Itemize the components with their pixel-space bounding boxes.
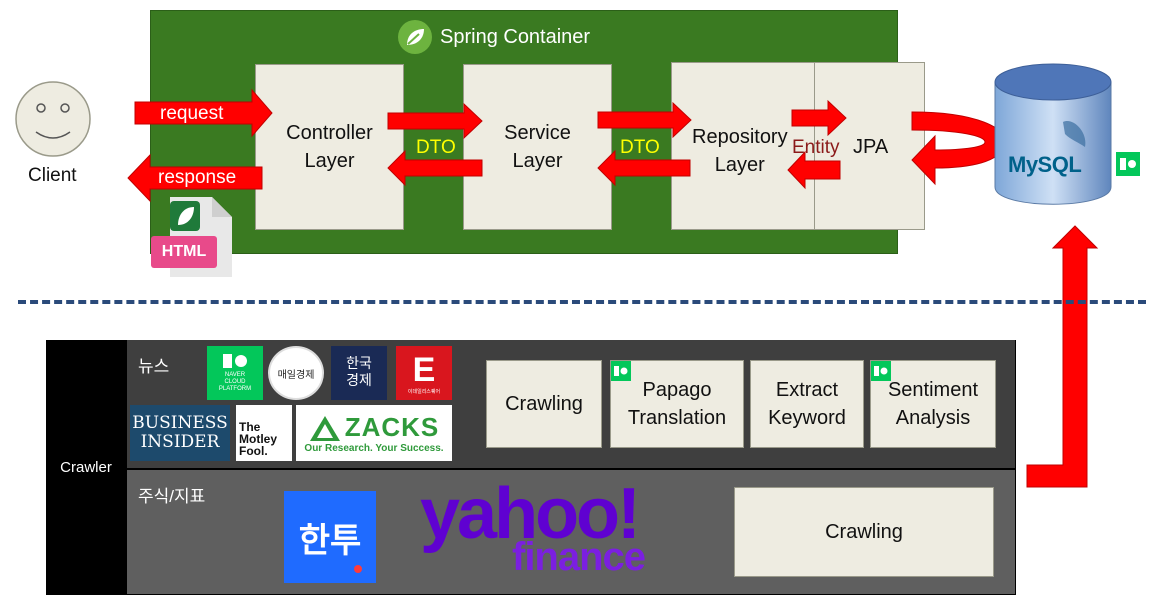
papago-ncp-badge-icon [611,361,631,381]
motley-fool-logo: The Motley Fool. [236,405,292,461]
zacks-tagline: Our Research. Your Success. [304,443,444,454]
repository-layer: Repository Layer [671,62,925,230]
hantu-dot-icon [354,565,362,573]
sentiment-ncp-badge-icon [871,361,891,381]
business-insider-logo: BUSINESS INSIDER [130,405,230,461]
crawler-to-db-arrow [1026,225,1099,488]
extract-keyword-box: Extract Keyword [750,360,864,448]
zacks-logo: ZACKS Our Research. Your Success. [296,405,452,461]
edaily-logo: E 이데일리스퀘어 [396,346,452,400]
service-layer: Service Layer [463,64,612,230]
hantu-logo-text: 한투 [298,521,362,560]
naver-cloud-logo-text: NAVER CLOUD PLATFORM [218,371,252,392]
spring-title-text: Spring Container [440,25,591,48]
naver-cloud-logo: NAVER CLOUD PLATFORM [207,346,263,400]
jpa-label: JPA [853,136,889,158]
edaily-logo-letter: E [412,350,436,389]
naver-cloud-badge-icon [1116,152,1140,176]
mysql-label: MySQL [1008,152,1082,177]
edaily-logo-small: 이데일리스퀘어 [407,388,441,395]
dto-label-2: DTO [620,137,660,158]
papago-translation-box: Papago Translation [610,360,744,448]
db-curve-arrow [911,111,1006,186]
repository-layer-label: Repository Layer [692,126,788,176]
maeil-logo: 매일경제 [268,346,324,400]
stocks-crawling-box: Crawling [734,487,994,577]
client-label: Client [28,165,77,186]
controller-layer: Controller Layer [255,64,404,230]
news-label: 뉴스 [138,357,170,376]
hantu-logo: 한투 [284,491,376,583]
entity-label: Entity [792,137,840,158]
crawler-label: Crawler [60,459,112,476]
sentiment-analysis-box: Sentiment Analysis [870,360,996,448]
spring-leaf-icon [398,20,432,54]
hankyung-logo-text: 한국 경제 [346,356,372,389]
dto-label-1: DTO [416,137,456,158]
hankyung-logo: 한국 경제 [331,346,387,400]
section-divider [18,300,1146,304]
zacks-triangle-icon [309,415,340,441]
jpa-divider [814,62,815,230]
stocks-label: 주식/지표 [138,487,206,506]
business-insider-logo-text: BUSINESS INSIDER [132,413,228,452]
naver-cloud-logo-icon [223,353,247,368]
maeil-logo-text: 매일경제 [277,369,315,381]
yahoo-finance-text: finance [512,535,646,579]
mysql-database-icon [993,62,1113,212]
response-label: response [158,167,237,188]
client-face-icon [14,80,92,158]
html-badge: HTML [151,236,217,268]
motley-fool-logo-text: The Motley Fool. [239,420,278,458]
yahoo-logo-text: yahoo! [420,474,641,554]
spring-container-title: Spring Container [398,20,590,54]
news-crawling-box: Crawling [486,360,602,448]
request-label: request [160,103,224,124]
zacks-logo-text: ZACKS [344,412,440,442]
